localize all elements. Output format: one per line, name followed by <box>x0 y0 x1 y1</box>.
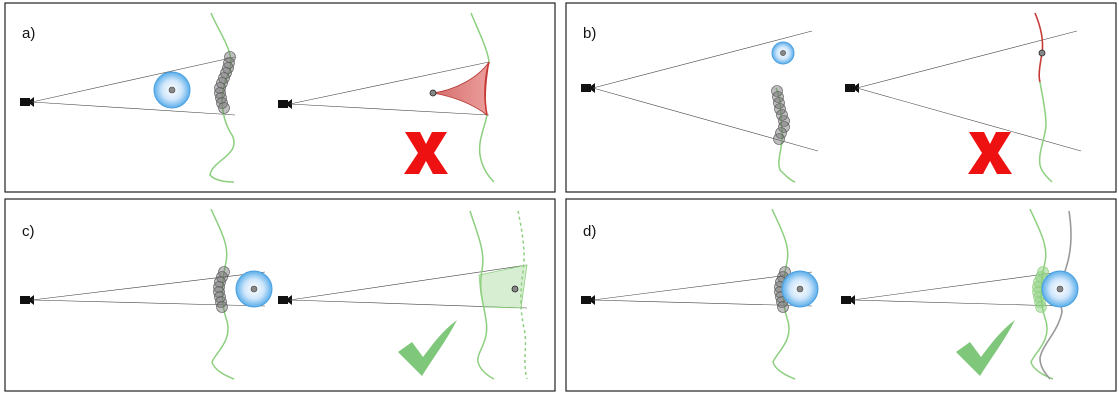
panel-d: d) <box>565 198 1117 392</box>
surface-curve <box>771 208 796 380</box>
sample-chain <box>771 85 790 145</box>
sphere-center <box>168 86 176 94</box>
surface-curve <box>1029 208 1054 380</box>
panel-b: b) <box>565 2 1117 193</box>
view-ray <box>31 101 236 116</box>
view-ray <box>592 299 813 307</box>
surface-curve <box>775 87 796 183</box>
view-ray <box>31 271 266 301</box>
sample-chain <box>213 266 230 313</box>
panel-frame <box>565 198 1117 392</box>
sphere-center <box>780 50 786 56</box>
surface-curve <box>470 12 495 183</box>
view-ray <box>31 56 236 103</box>
view-ray <box>852 271 1061 301</box>
sphere-center <box>1056 285 1064 293</box>
sample-point <box>1038 49 1046 57</box>
view-ray <box>592 271 813 301</box>
view-ray <box>592 87 819 152</box>
surface-curve <box>210 208 235 380</box>
view-ray <box>289 264 528 301</box>
check-mark-icon <box>956 320 1015 376</box>
view-ray <box>856 30 1078 89</box>
view-ray <box>289 299 528 309</box>
panel-a: a) <box>4 2 556 193</box>
panel-label-c: c) <box>22 223 35 240</box>
view-ray <box>31 299 266 307</box>
panel-label-d: d) <box>583 223 596 240</box>
surface-curve <box>1038 81 1053 183</box>
gray-surface <box>1039 210 1072 380</box>
sample-point <box>511 285 519 293</box>
view-ray <box>592 30 813 89</box>
sample-chain <box>214 51 236 114</box>
cross-mark-icon <box>404 132 448 174</box>
surface-curve <box>209 12 235 183</box>
panel-label-a: a) <box>22 25 35 42</box>
panel-c: c) <box>4 198 556 392</box>
sphere-center <box>796 285 804 293</box>
panel-frame <box>4 198 556 392</box>
panel-frame <box>565 2 1117 193</box>
check-mark-icon <box>398 320 457 376</box>
view-ray <box>289 103 490 116</box>
invalid-fan <box>432 61 490 116</box>
surface-curve <box>469 210 495 380</box>
view-ray <box>852 299 1061 307</box>
sample-point <box>429 89 437 97</box>
invalid-surface <box>484 61 490 116</box>
cross-mark-icon <box>968 132 1012 174</box>
view-ray <box>289 61 490 105</box>
panel-label-b: b) <box>583 25 596 42</box>
offset-surface <box>517 210 528 380</box>
sphere-center <box>250 285 258 293</box>
sample-chain <box>1032 266 1049 313</box>
